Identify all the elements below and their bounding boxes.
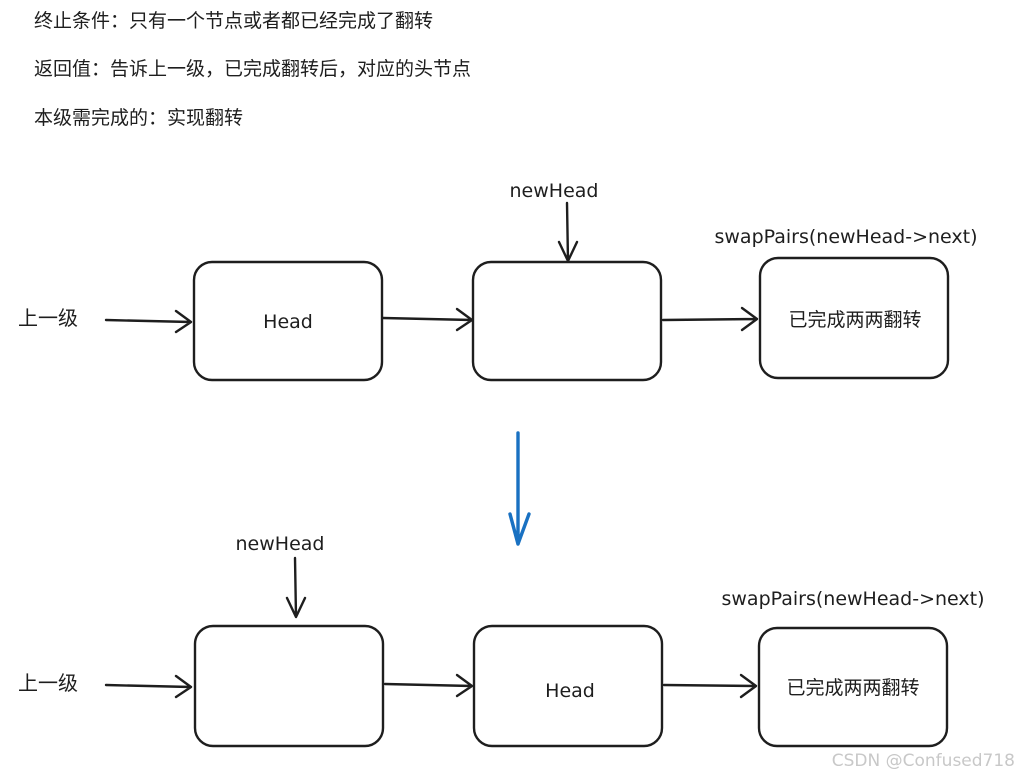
after-call-label: swapPairs(newHead->next)	[721, 588, 984, 610]
before-call-label: swapPairs(newHead->next)	[714, 226, 977, 248]
this-level-note: 本级需完成的：实现翻转	[34, 107, 244, 129]
after-link-2-3	[662, 673, 758, 699]
after-node-2-label: Head	[545, 680, 595, 702]
before-new-head-pointer	[557, 201, 579, 263]
before-node-2	[471, 260, 663, 382]
before-state: 上一级 Head newHead swapPairs(newHead->next…	[18, 180, 978, 382]
transition-arrow	[508, 431, 531, 546]
before-node-1	[192, 260, 384, 382]
termination-note: 终止条件：只有一个节点或者都已经完成了翻转	[34, 10, 434, 32]
after-node-3	[757, 626, 949, 748]
before-link-2-3	[661, 306, 759, 332]
before-prev-arrow	[104, 309, 193, 334]
before-node-3	[758, 256, 950, 380]
return-value-note: 返回值：告诉上一级，已完成翻转后，对应的头节点	[34, 58, 472, 80]
watermark: CSDN @Confused718	[831, 751, 1015, 771]
before-node-1-label: Head	[263, 311, 313, 333]
after-new-head-label: newHead	[236, 533, 325, 555]
after-link-1-2	[383, 673, 474, 698]
before-prev-label: 上一级	[18, 306, 78, 330]
before-link-1-2	[381, 307, 474, 332]
after-prev-arrow	[104, 674, 193, 699]
after-node-1	[193, 624, 385, 748]
after-state: 上一级 newHead Head swapPairs(newHead->next…	[18, 533, 985, 748]
before-node-3-label: 已完成两两翻转	[788, 309, 921, 331]
after-node-3-label: 已完成两两翻转	[786, 677, 919, 699]
after-prev-label: 上一级	[18, 671, 78, 695]
after-node-2	[472, 624, 664, 748]
before-new-head-label: newHead	[510, 180, 599, 202]
after-new-head-pointer	[285, 556, 307, 619]
